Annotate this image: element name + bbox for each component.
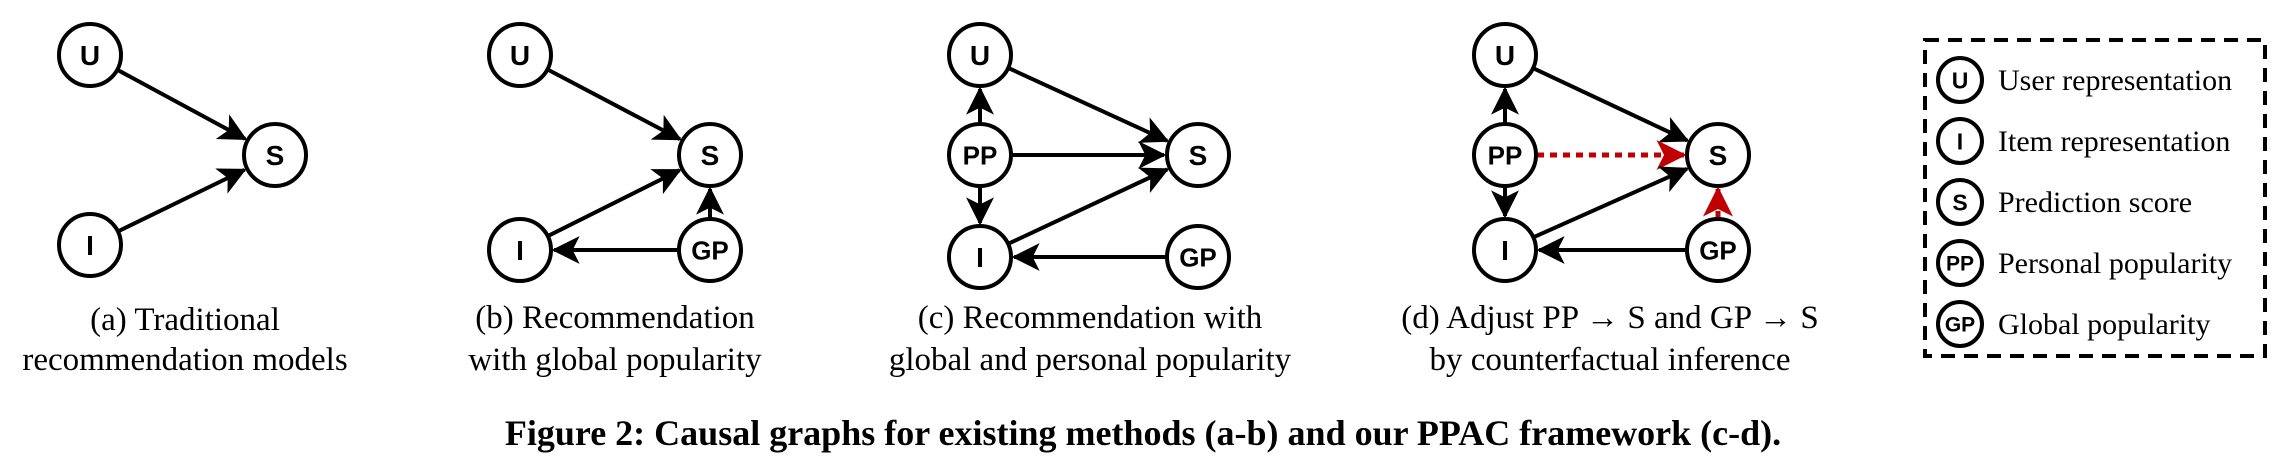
node-gp: GP xyxy=(1685,217,1751,283)
node-pp: PP xyxy=(947,122,1013,188)
node-i: I xyxy=(1472,217,1538,283)
node-circle xyxy=(1165,224,1231,290)
legend-item-gp: GP Global popularity xyxy=(1936,300,2210,348)
legend-item-i: I Item representation xyxy=(1936,117,2230,165)
node-i: I xyxy=(487,217,553,283)
panel-caption-line: with global popularity xyxy=(468,342,762,378)
node-s: S xyxy=(1165,122,1231,188)
node-label: S xyxy=(1709,140,1728,171)
node-label: GP xyxy=(691,235,729,265)
legend-label: User representation xyxy=(1998,64,2232,97)
node-i: I xyxy=(57,212,123,278)
legend-symbol-label: S xyxy=(1952,189,1967,215)
legend-symbol-label: I xyxy=(1957,128,1963,154)
node-s: S xyxy=(1685,122,1751,188)
edge-u-to-s xyxy=(1008,66,1170,143)
node-u: U xyxy=(947,22,1013,88)
node-label: I xyxy=(86,230,94,261)
node-label: U xyxy=(80,40,100,71)
node-gp: GP xyxy=(677,217,743,283)
node-circle xyxy=(1685,122,1751,188)
legend-item-pp: PP Personal popularity xyxy=(1936,239,2232,287)
legend-symbol-label: U xyxy=(1952,67,1969,93)
node-circle xyxy=(677,122,743,188)
panel-caption-line: (b) Recommendation xyxy=(475,300,755,336)
panel-caption-line: (c) Recommendation with xyxy=(918,300,1263,336)
node-circle xyxy=(487,217,553,283)
legend-label: Item representation xyxy=(1998,125,2230,158)
panel-caption-line: recommendation models xyxy=(22,342,347,378)
edge-i-to-s xyxy=(1533,166,1690,239)
legend-symbol-label: PP xyxy=(1946,253,1974,276)
figure-caption: Figure 2: Causal graphs for existing met… xyxy=(505,413,1781,453)
panel-a: U I S (a) Traditional recommendation models xyxy=(22,22,348,378)
legend-label: Global popularity xyxy=(1998,308,2210,341)
node-circle xyxy=(1472,22,1538,88)
edge-u-to-s xyxy=(117,68,248,141)
node-label: GP xyxy=(1179,242,1217,272)
node-label: S xyxy=(266,140,285,171)
legend-symbol-label: GP xyxy=(1945,314,1975,337)
node-circle xyxy=(1165,122,1231,188)
legend-border xyxy=(1923,38,2267,358)
legend-symbol xyxy=(1936,239,1984,287)
node-label: S xyxy=(701,140,720,171)
legend-label: Prediction score xyxy=(1998,186,2192,219)
legend-item-u: U User representation xyxy=(1936,56,2232,104)
panel-caption-line: global and personal popularity xyxy=(889,342,1292,378)
node-circle xyxy=(947,122,1013,188)
legend-label: Personal popularity xyxy=(1998,247,2232,280)
node-label: U xyxy=(970,40,990,71)
legend-symbol xyxy=(1936,300,1984,348)
panel-d: U PP I S GP (d) Adjust PP → S and GP → S by co… xyxy=(1401,22,1819,378)
node-gp: GP xyxy=(1165,224,1231,290)
node-pp: PP xyxy=(1472,122,1538,188)
node-label: PP xyxy=(963,140,998,170)
node-u: U xyxy=(57,22,123,88)
node-circle xyxy=(1472,122,1538,188)
node-u: U xyxy=(487,22,553,88)
node-label: U xyxy=(1495,40,1515,71)
edge-i-to-s xyxy=(117,168,247,233)
node-label: I xyxy=(1501,235,1509,266)
node-u: U xyxy=(1472,22,1538,88)
node-label: GP xyxy=(1699,235,1737,265)
legend-symbol xyxy=(1936,178,1984,226)
node-label: S xyxy=(1189,140,1208,171)
node-label: U xyxy=(510,40,530,71)
panel-b: U S I GP (b) Recommendation with global popul… xyxy=(468,22,762,378)
edge-i-to-s xyxy=(547,168,682,238)
node-circle xyxy=(57,212,123,278)
node-i: I xyxy=(947,224,1013,290)
legend-symbol xyxy=(1936,56,1984,104)
node-circle xyxy=(487,22,553,88)
node-circle xyxy=(1685,217,1751,283)
panel-caption-line: (a) Traditional xyxy=(90,302,280,338)
node-circle xyxy=(677,217,743,283)
panel-c: U PP I S GP (c) Recommendation with global and… xyxy=(889,22,1292,378)
node-circle xyxy=(947,224,1013,290)
node-circle xyxy=(57,22,123,88)
node-label: I xyxy=(976,242,984,273)
edge-u-to-s xyxy=(1533,66,1690,143)
node-s: S xyxy=(242,122,308,188)
node-circle xyxy=(242,122,308,188)
node-circle xyxy=(1472,217,1538,283)
panel-caption-line: by counterfactual inference xyxy=(1430,342,1791,378)
node-label: PP xyxy=(1488,140,1523,170)
legend-item-s: S Prediction score xyxy=(1936,178,2192,226)
legend-symbol xyxy=(1936,117,1984,165)
node-label: I xyxy=(516,235,524,266)
edge-i-to-s xyxy=(1008,167,1170,246)
panel-caption-line: (d) Adjust PP → S and GP → S xyxy=(1401,300,1818,336)
edge-u-to-s xyxy=(547,68,682,141)
node-s: S xyxy=(677,122,743,188)
node-circle xyxy=(947,22,1013,88)
